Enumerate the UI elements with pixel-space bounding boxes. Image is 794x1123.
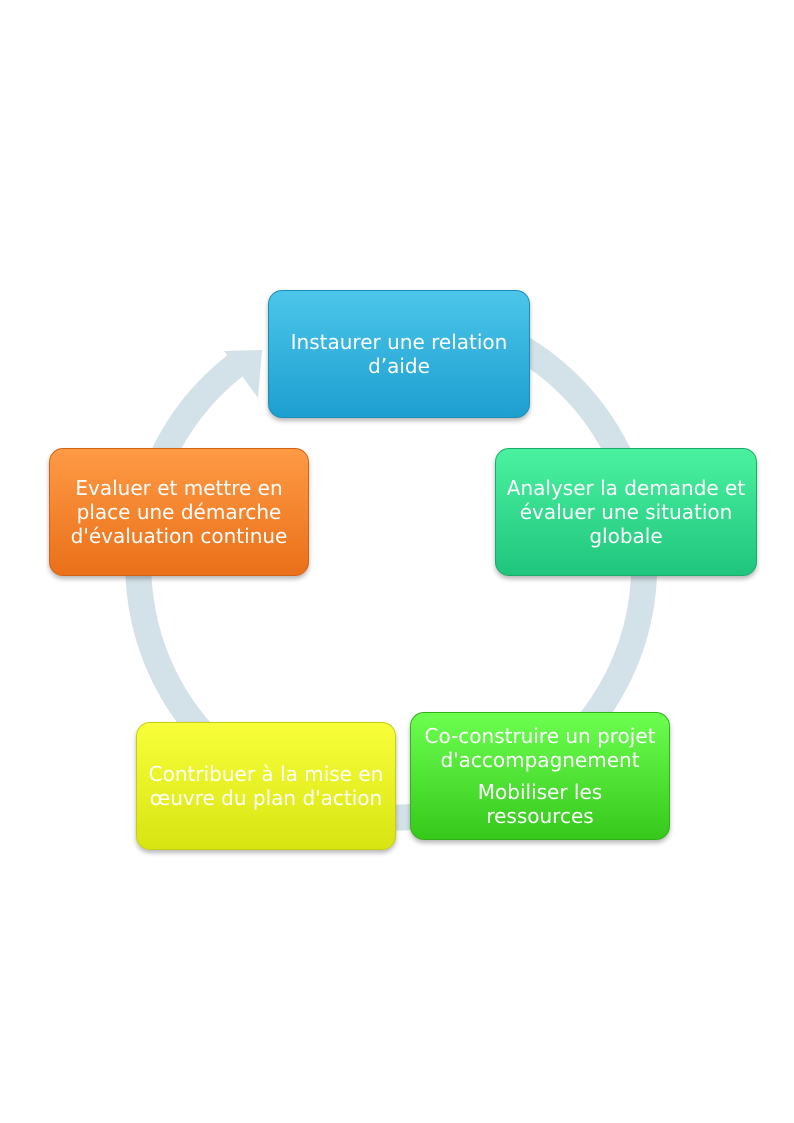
step-analyser-demande-box: Analyser la demande et évaluer une situa… [495,448,757,576]
step-contribuer-box: Contribuer à la mise en œuvre du plan d'… [136,722,396,850]
step-co-construire-box: Co-construire un projet d'accompagnement… [410,712,670,840]
step-5-text: Evaluer et mettre en place une démarche … [70,476,288,548]
step-3-text: Co-construire un projet d'accompagnement [424,724,656,772]
step-3-subtext: Mobiliser les ressources [477,780,603,828]
step-2-text: Analyser la demande et évaluer une situa… [506,476,746,548]
step-evaluer-box: Evaluer et mettre en place une démarche … [49,448,309,576]
cycle-arrowhead-icon [224,350,262,398]
step-1-text: Instaurer une relation d’aide [290,330,508,378]
step-4-text: Contribuer à la mise en œuvre du plan d'… [148,762,384,810]
step-instaurer-relation-box: Instaurer une relation d’aide [268,290,530,418]
